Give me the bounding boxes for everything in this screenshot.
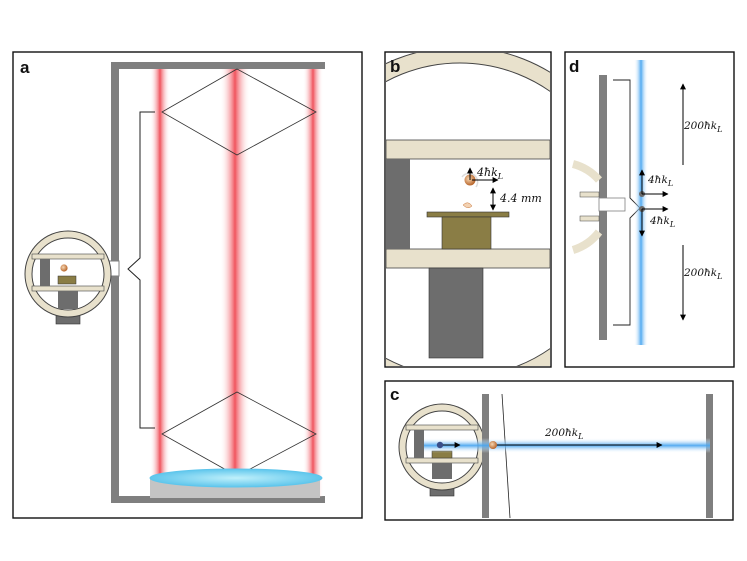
red-beam-right (303, 69, 323, 497)
red-beam-left (150, 69, 170, 497)
momentum-label-b: 4ħkL (476, 166, 503, 181)
red-beam-center (220, 69, 250, 469)
beam-path-top-diamond (161, 68, 317, 156)
panel-b-label: b (390, 57, 400, 76)
blue-beam-vertical (634, 60, 648, 345)
panel-c: c 200ħkL (384, 380, 734, 521)
panel-a: a (12, 51, 363, 519)
kick-down-label-d: 4ħkL (649, 215, 675, 229)
chamber-edge-d (571, 160, 626, 254)
momentum-top-d: 200ħkL (683, 120, 722, 134)
atom-c-left (436, 441, 444, 449)
bracket (127, 111, 155, 429)
wall-c-right (706, 394, 713, 518)
mirror-top (149, 468, 323, 488)
panel-c-label: c (390, 385, 399, 404)
frame-bottom (111, 496, 325, 503)
frame-left-wall (111, 62, 119, 502)
slanted-line-c (501, 393, 511, 519)
frame-top (111, 62, 325, 69)
momentum-bottom-d: 200ħkL (683, 267, 722, 281)
kick-up-label-d: 4ħkL (647, 174, 673, 188)
panel-b: b 4ħkL 4.4 mm (384, 51, 552, 368)
small-chamber (24, 230, 112, 325)
wall-c-left (482, 394, 489, 518)
atom-c-right (489, 441, 497, 449)
atom-b-lower (462, 202, 473, 208)
panel-d: d 200ħkL 4ħkL 4ħkL 200ħkL (564, 51, 735, 368)
distance-label: 4.4 mm (499, 192, 542, 205)
beam-path-bottom-diamond (161, 391, 317, 477)
momentum-label-c: 200ħkL (544, 427, 583, 441)
panel-d-label: d (569, 57, 579, 76)
panel-a-label: a (20, 58, 30, 77)
atom (60, 264, 68, 272)
